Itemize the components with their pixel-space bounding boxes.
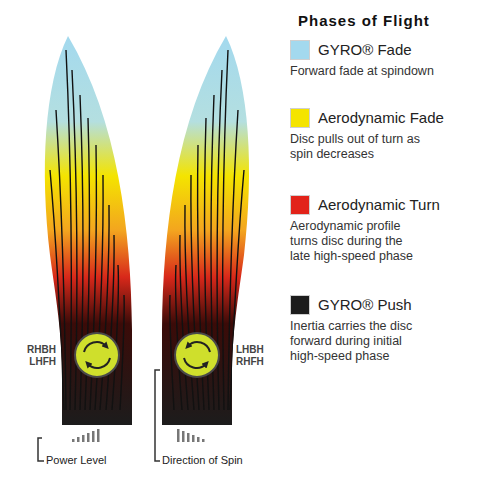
power-bar <box>77 437 80 442</box>
strand <box>106 235 114 410</box>
legend-swatch <box>290 295 310 315</box>
flight-strands <box>50 50 124 410</box>
phase-description: Inertia carries the disc forward during … <box>290 319 424 364</box>
strand <box>176 265 182 410</box>
disc-circle <box>175 333 219 377</box>
power-bars-left <box>72 429 100 442</box>
bracket <box>38 438 44 461</box>
power-bar <box>97 429 100 442</box>
strand <box>180 235 188 410</box>
spin-arrow <box>184 358 206 368</box>
power-bar <box>202 439 205 442</box>
strand <box>230 170 244 410</box>
strand <box>170 295 174 410</box>
strand <box>112 265 118 410</box>
strand <box>50 170 64 410</box>
flight-shape <box>45 36 132 425</box>
power-bar <box>82 435 85 442</box>
legend-label: Aerodynamic Fade <box>318 109 444 126</box>
phase-description: Aerodynamic profile turns disc during th… <box>290 219 422 264</box>
flight-strands <box>170 50 244 410</box>
power-bar <box>192 435 195 442</box>
spin-arrow <box>88 358 110 368</box>
spin-disc <box>75 333 119 377</box>
flight-path-left <box>45 36 132 425</box>
disc-circle <box>75 333 119 377</box>
bracket <box>155 370 160 461</box>
hand-label: RHBH LHFH <box>4 344 56 368</box>
power-bar <box>92 431 95 442</box>
legend-swatch <box>290 40 310 60</box>
spin-disc <box>175 333 219 377</box>
spin-arrow <box>188 342 210 352</box>
strand <box>56 110 66 410</box>
legend-label: GYRO® Fade <box>318 41 412 58</box>
legend-label: GYRO® Push <box>318 296 412 313</box>
strand <box>120 295 124 410</box>
axis-note: Direction of Spin <box>162 454 243 466</box>
power-bar <box>187 433 190 442</box>
power-bar <box>177 429 180 442</box>
power-bar <box>182 431 185 442</box>
power-bar <box>87 433 90 442</box>
strand <box>223 50 228 410</box>
phase-description: Disc pulls out of turn as spin decreases <box>290 132 430 162</box>
axis-note: Power Level <box>46 454 107 466</box>
power-bars-right <box>177 429 205 442</box>
power-bar <box>197 437 200 442</box>
legend-swatch <box>290 195 310 215</box>
legend-title: Phases of Flight <box>298 12 430 29</box>
power-bar <box>72 439 75 442</box>
strand <box>66 50 71 410</box>
legend-label: Aerodynamic Turn <box>318 196 440 213</box>
hand-label: LHBH RHFH <box>236 344 276 368</box>
legend-swatch <box>290 108 310 128</box>
phase-description: Forward fade at spindown <box>290 64 470 79</box>
spin-arrow <box>84 342 106 352</box>
